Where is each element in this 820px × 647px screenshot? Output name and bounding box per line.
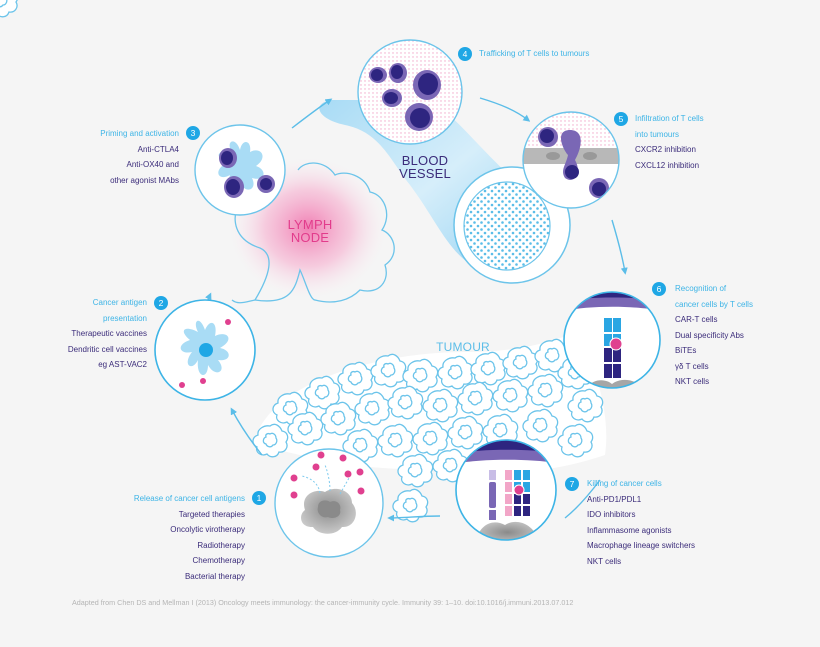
- circle-4-trafficking: [357, 39, 463, 145]
- step-5-badge: 5: [614, 112, 628, 126]
- step-6-title-line2: cancer cells by T cells: [675, 299, 753, 309]
- lymph-node-label-line2: NODE: [290, 230, 330, 245]
- step-1-item: Targeted therapies: [178, 509, 245, 519]
- step-2-item: Dendritic cell vaccines: [67, 344, 147, 354]
- step-2-text: Cancer antigen presentation Therapeutic …: [68, 295, 147, 373]
- step-1-badge: 1: [252, 491, 266, 505]
- blood-vessel-label: BLOOD VESSEL: [390, 154, 460, 180]
- step-2-title-line2: presentation: [102, 313, 147, 323]
- circle-6-recognition: [563, 291, 661, 389]
- step-2-item: Therapeutic vaccines: [71, 329, 147, 338]
- step-4-title: Trafficking of T cells to tumours: [479, 49, 590, 58]
- step-5-item: CXCL12 inhibition: [635, 160, 700, 170]
- step-3-text: Priming and activation Anti-CTLA4 Anti-O…: [100, 126, 179, 188]
- step-7-title: Killing of cancer cells: [587, 479, 662, 488]
- step-2-badge: 2: [154, 296, 168, 310]
- step-1-item: Bacterial therapy: [184, 571, 245, 581]
- step-1-title: Release of cancer cell antigens: [133, 494, 245, 503]
- step-3-title: Priming and activation: [100, 129, 179, 138]
- circle-5-infiltration: [522, 111, 620, 209]
- step-1-item: Radiotherapy: [197, 540, 245, 550]
- step-7-item: NKT cells: [587, 556, 622, 566]
- circle-3-priming: [194, 124, 286, 216]
- step-6-title-line1: Recognition of: [675, 284, 727, 293]
- lymph-node-label-line1: LYMPH: [287, 217, 333, 232]
- tumour-cell-cluster: [0, 0, 604, 523]
- blood-vessel-label-line1: BLOOD: [401, 153, 449, 168]
- step-5-item: CXCR2 inhibition: [635, 145, 696, 154]
- step-5-text: Infiltration of T cells into tumours CXC…: [635, 111, 704, 173]
- step-3-badge: 3: [186, 126, 200, 140]
- circle-2-dendritic-cell: [154, 299, 256, 401]
- blood-vessel-label-line2: VESSEL: [399, 166, 451, 181]
- circle-1-antigen-release: [274, 448, 384, 558]
- step-1-item: Oncolytic virotherapy: [170, 525, 245, 534]
- step-6-item: Dual specificity Abs: [675, 330, 744, 340]
- step-5-title-line1: Infiltration of T cells: [635, 114, 704, 123]
- step-6-badge: 6: [652, 282, 666, 296]
- step-3-item: Anti-OX40 and: [126, 160, 179, 169]
- step-6-item: BiTEs: [675, 346, 697, 355]
- step-7-badge: 7: [565, 477, 579, 491]
- step-7-item: Inflammasome agonists: [587, 525, 672, 535]
- step-6-item: CAR-T cells: [675, 315, 718, 324]
- tumour-label: TUMOUR: [436, 340, 490, 354]
- step-7-item: Macrophage lineage switchers: [587, 541, 696, 550]
- citation-footer: Adapted from Chen DS and Mellman I (2013…: [72, 598, 574, 607]
- step-6-text: Recognition of cancer cells by T cells C…: [675, 281, 753, 390]
- step-3-item: other agonist MAbs: [110, 175, 179, 185]
- step-6-item: γδ T cells: [675, 361, 709, 371]
- step-6-item: NKT cells: [675, 377, 710, 386]
- lymph-node-label: LYMPH NODE: [280, 218, 340, 244]
- step-1-text: Release of cancer cell antigens Targeted…: [134, 491, 245, 584]
- step-4-text: Trafficking of T cells to tumours: [479, 46, 589, 62]
- step-7-text: Killing of cancer cells Anti-PD1/PDL1 ID…: [587, 476, 695, 569]
- step-1-item: Chemotherapy: [192, 556, 245, 565]
- step-7-item: Anti-PD1/PDL1: [587, 494, 642, 504]
- step-4-badge: 4: [458, 47, 472, 61]
- step-2-item: eg AST-VAC2: [98, 360, 147, 369]
- step-7-item: IDO inhibitors: [587, 510, 636, 519]
- step-3-item: Anti-CTLA4: [137, 144, 179, 154]
- step-2-title-line1: Cancer antigen: [92, 298, 147, 307]
- step-5-title-line2: into tumours: [635, 129, 680, 139]
